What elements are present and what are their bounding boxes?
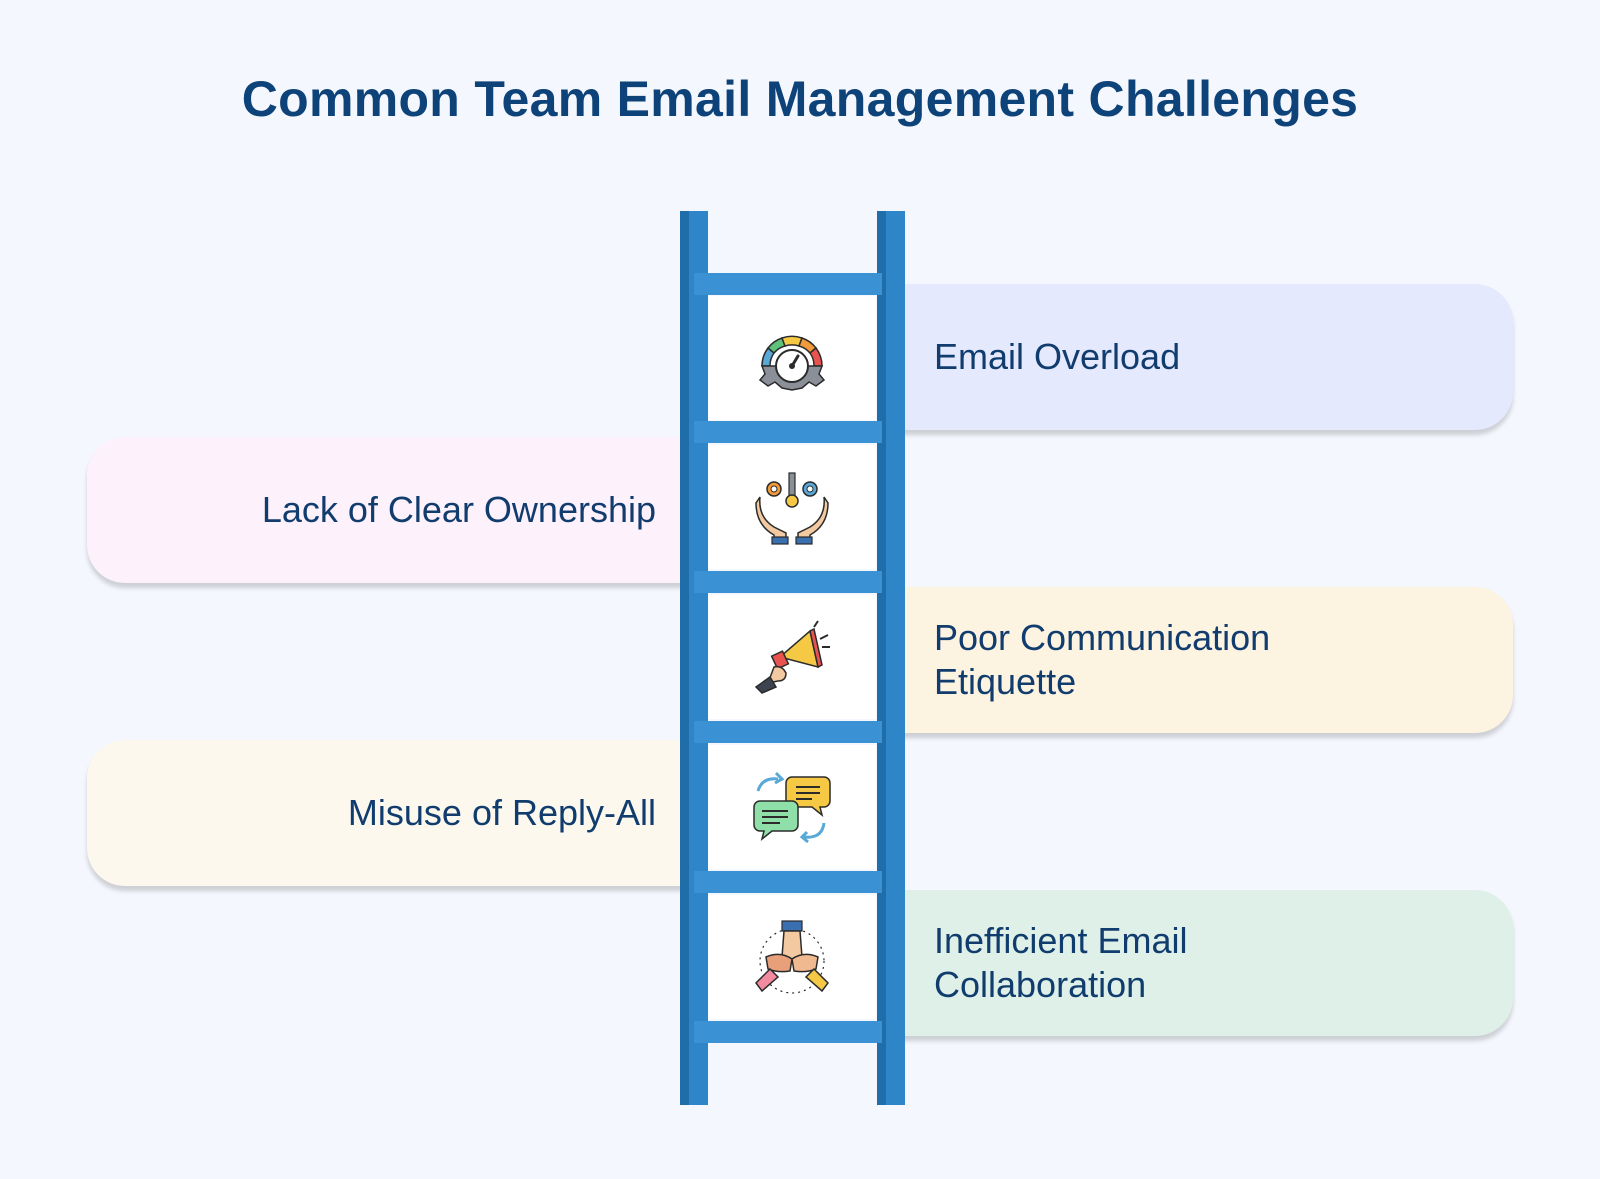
card-label: Email Overload xyxy=(934,336,1181,377)
hands-key-gears-icon xyxy=(755,472,829,545)
ladder-rung xyxy=(694,721,882,743)
ladder-rung xyxy=(694,871,882,893)
page-title: Common Team Email Management Challenges xyxy=(241,71,1359,127)
card-label: Misuse of Reply-All xyxy=(347,792,656,833)
ladder-rung xyxy=(694,1021,882,1043)
ladder-rail-left xyxy=(680,211,708,1105)
ladder-cell xyxy=(708,595,876,719)
card-inefficient-email-collaboration: Inefficient Email Collaboration xyxy=(880,890,1513,1036)
card-misuse-of-reply-all: Misuse of Reply-All xyxy=(87,740,692,886)
card-lack-of-clear-ownership: Lack of Clear Ownership xyxy=(87,437,692,583)
ladder-cell xyxy=(708,445,876,569)
ladder-rung xyxy=(694,273,882,295)
ladder-rung xyxy=(694,571,882,593)
card-label: Lack of Clear Ownership xyxy=(261,489,656,530)
megaphone-hand-icon xyxy=(754,620,830,694)
ladder-cell xyxy=(708,745,876,869)
card-email-overload: Email Overload xyxy=(880,284,1513,430)
ladder-rail-right xyxy=(877,211,905,1105)
ladder-cell xyxy=(708,895,876,1019)
chat-bubbles-arrows-icon xyxy=(753,771,831,844)
stacked-hands-icon xyxy=(755,920,829,994)
ladder-cell xyxy=(708,296,876,420)
card-poor-communication-etiquette: Poor Communication Etiquette xyxy=(880,587,1513,733)
ladder-rung xyxy=(694,421,882,443)
card-label: Poor Communication Etiquette xyxy=(934,617,1271,702)
speedometer-gear-icon xyxy=(758,335,826,391)
card-label: Inefficient Email Collaboration xyxy=(934,920,1188,1005)
